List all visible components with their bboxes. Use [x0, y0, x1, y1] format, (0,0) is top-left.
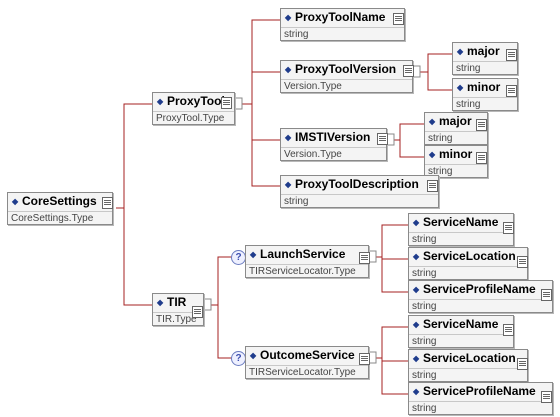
element-detail-icon [503, 324, 514, 336]
imsti-major-node[interactable]: major string [424, 112, 488, 145]
imsti-version-type: Version.Type [281, 147, 386, 161]
ls-service-location-node[interactable]: ServiceLocation string [408, 247, 528, 280]
element-detail-icon [221, 97, 232, 109]
element-detail-icon [393, 13, 404, 25]
proxy-tool-name-node[interactable]: ProxyToolName string [280, 8, 405, 41]
launch-service-label: LaunchService [246, 246, 345, 263]
imsti-version-label: IMSTIVersion [281, 129, 370, 146]
proxy-tool-description-label: ProxyToolDescription [281, 176, 419, 193]
imsti-minor-type: string [425, 164, 487, 178]
core-settings-type: CoreSettings.Type [8, 211, 112, 225]
outcome-service-node[interactable]: OutcomeService TIRServiceLocator.Type [245, 346, 370, 379]
element-detail-icon [541, 289, 552, 301]
imsti-major-type: string [425, 131, 487, 145]
proxy-tool-name-label: ProxyToolName [281, 9, 385, 26]
os-service-name-label: ServiceName [409, 316, 498, 333]
ls-service-name-label: ServiceName [409, 214, 498, 231]
outcome-service-label: OutcomeService [246, 347, 355, 364]
element-detail-icon [517, 256, 528, 268]
os-service-profile-name-node[interactable]: ServiceProfileName string [408, 382, 553, 415]
tir-label: TIR [153, 294, 186, 311]
imsti-major-label: major [425, 113, 472, 130]
element-detail-icon [377, 133, 388, 145]
proxy-tool-name: ProxyTool [153, 93, 225, 110]
ls-service-location-type: string [409, 266, 527, 280]
optional-question-icon: ? [231, 351, 246, 366]
ptv-minor-label: minor [453, 79, 500, 96]
ls-service-profile-name-label: ServiceProfileName [409, 281, 536, 298]
element-detail-icon [359, 353, 370, 365]
outcome-service-type: TIRServiceLocator.Type [246, 365, 368, 379]
tir-type: TIR.Type [153, 312, 203, 326]
ls-service-name-node[interactable]: ServiceName string [408, 213, 514, 246]
element-detail-icon [192, 306, 203, 318]
element-detail-icon [506, 49, 517, 61]
proxy-tool-version-type: Version.Type [281, 79, 412, 93]
element-detail-icon [503, 222, 514, 234]
proxy-tool-version-node[interactable]: ProxyToolVersion Version.Type [280, 60, 414, 93]
ptv-major-label: major [453, 43, 500, 60]
os-service-profile-name-type: string [409, 401, 552, 415]
proxy-tool-node[interactable]: ProxyTool ProxyTool.Type [152, 92, 235, 125]
os-service-location-label: ServiceLocation [409, 350, 516, 367]
element-detail-icon [102, 197, 113, 209]
ls-service-profile-name-node[interactable]: ServiceProfileName string [408, 280, 553, 313]
element-detail-icon [476, 119, 487, 131]
os-service-name-type: string [409, 334, 513, 348]
element-detail-icon [403, 65, 414, 77]
launch-service-node[interactable]: LaunchService TIRServiceLocator.Type [245, 245, 370, 278]
proxy-tool-type: ProxyTool.Type [153, 111, 234, 125]
core-settings-name: CoreSettings [8, 193, 97, 210]
imsti-minor-label: minor [425, 146, 472, 163]
os-service-location-type: string [409, 368, 527, 382]
proxy-tool-name-type: string [281, 27, 404, 41]
element-detail-icon [517, 358, 528, 370]
ptv-minor-type: string [453, 97, 517, 111]
ptv-major-type: string [453, 61, 517, 75]
element-detail-icon [359, 252, 370, 264]
os-service-location-node[interactable]: ServiceLocation string [408, 349, 528, 382]
launch-service-type: TIRServiceLocator.Type [246, 264, 368, 278]
ls-service-name-type: string [409, 232, 513, 246]
optional-question-icon: ? [231, 250, 246, 265]
proxy-tool-description-node[interactable]: ProxyToolDescription string [280, 175, 439, 208]
imsti-minor-node[interactable]: minor string [424, 145, 488, 178]
ls-service-location-label: ServiceLocation [409, 248, 516, 265]
proxy-tool-version-label: ProxyToolVersion [281, 61, 396, 78]
element-detail-icon [541, 391, 552, 403]
ls-service-profile-name-type: string [409, 299, 552, 313]
ptv-major-node[interactable]: major string [452, 42, 518, 75]
os-service-profile-name-label: ServiceProfileName [409, 383, 536, 400]
element-detail-icon [427, 180, 438, 192]
ptv-minor-node[interactable]: minor string [452, 78, 518, 111]
imsti-version-node[interactable]: IMSTIVersion Version.Type [280, 128, 388, 161]
element-detail-icon [476, 152, 487, 164]
element-detail-icon [506, 85, 517, 97]
proxy-tool-description-type: string [281, 194, 438, 208]
tir-node[interactable]: TIR TIR.Type [152, 293, 204, 326]
os-service-name-node[interactable]: ServiceName string [408, 315, 514, 348]
core-settings-node[interactable]: CoreSettings CoreSettings.Type [7, 192, 113, 225]
